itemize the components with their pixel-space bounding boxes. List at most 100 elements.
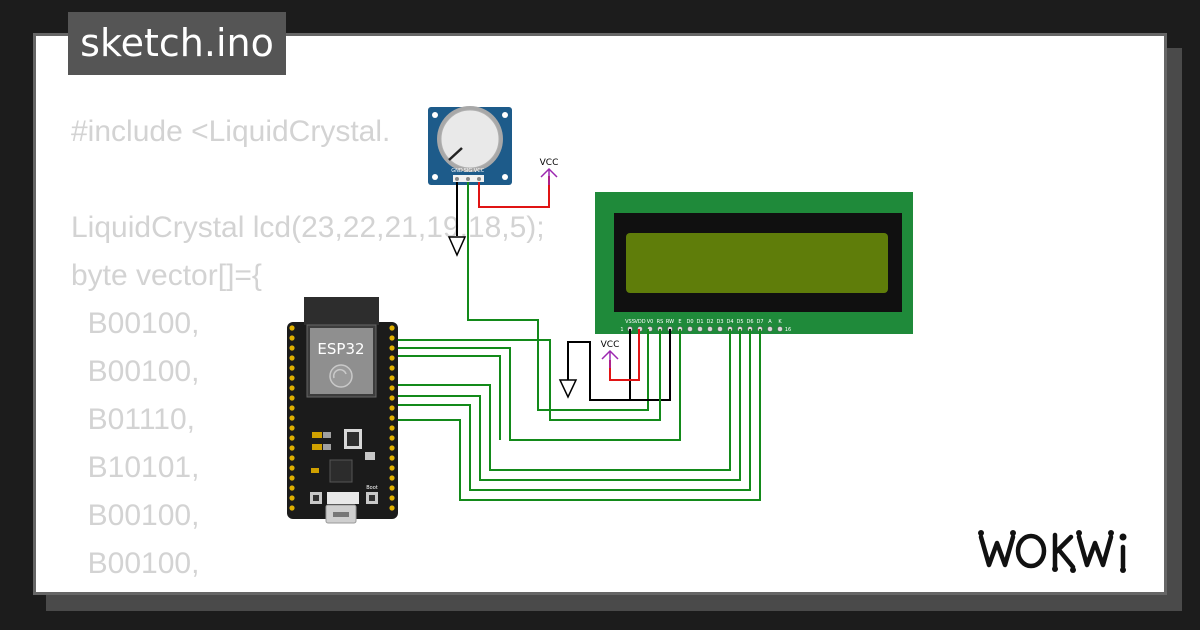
esp32-pin[interactable] [389,375,395,381]
esp32-pin[interactable] [389,365,395,371]
lcd-pin-label-vss: VSS [625,319,635,325]
esp32-pin[interactable] [389,425,395,431]
esp32-pin[interactable] [289,345,295,351]
esp32-label: ESP32 [317,340,364,358]
lcd-pin-a[interactable] [767,326,773,332]
esp32-right-header [389,325,395,511]
lcd-pin-label-d0: D0 [686,319,693,325]
esp32-pin[interactable] [289,395,295,401]
esp32-pin[interactable] [289,375,295,381]
esp32-pin[interactable] [389,385,395,391]
code-line: B01110, [71,403,195,436]
lcd-pin-d0[interactable] [687,326,693,332]
wire-lcd-rw [630,329,671,401]
lcd-pin-label-v0: V0 [647,319,654,325]
esp32-pin[interactable] [389,355,395,361]
esp32-board: ESP32 Boot [287,297,398,524]
esp32-pin[interactable] [389,405,395,411]
wokwi-logo [978,530,1127,573]
pot-pin-sig: SIG [464,168,473,174]
wire-d5 [398,329,741,481]
wires [398,176,761,501]
esp32-pin[interactable] [289,465,295,471]
lcd-pin-label-d5: D5 [736,319,743,325]
lcd-pin-number: 16 [785,327,791,333]
sketch-file-title: sketch.ino [68,12,286,75]
wire-pot-sig-v0 [467,182,649,411]
vcc-label-lcd: VCC [601,340,620,350]
esp32-left-header [289,325,295,511]
lcd-pin-d1[interactable] [697,326,703,332]
esp32-pin[interactable] [389,345,395,351]
pot-pin-gnd: GND [451,168,463,174]
lcd-pin-label-d2: D2 [706,319,713,325]
wire-d4b [398,329,731,471]
lcd-pin-label-a: A [768,319,772,325]
esp32-pin[interactable] [289,325,295,331]
esp32-pin[interactable] [389,465,395,471]
esp32-pin[interactable] [289,435,295,441]
esp32-pin[interactable] [389,485,395,491]
esp32-pin[interactable] [289,335,295,341]
esp32-pin[interactable] [389,395,395,401]
lcd-pin-d3[interactable] [717,326,723,332]
code-line: B10101, [71,451,200,484]
code-line: B00100, [71,307,200,340]
lcd-pin-label-d7: D7 [756,319,763,325]
esp32-pin[interactable] [289,365,295,371]
code-line: B00100, [71,547,200,580]
ground-symbol-lcd [558,379,578,399]
esp32-pin[interactable] [289,475,295,481]
vcc-symbol-pot: VCC [540,158,559,185]
code-line: byte vector[]={ [71,259,262,292]
esp32-pin[interactable] [289,485,295,491]
esp32-pin[interactable] [289,415,295,421]
code-line: LiquidCrystal lcd(23,22,21,19,18,5); [71,211,545,244]
code-line: B00100, [71,355,200,388]
lcd-pin-label-d4: D4 [726,319,733,325]
wire-d6 [398,329,751,491]
esp32-pin[interactable] [389,325,395,331]
lcd-pin-label-e: E [678,319,681,325]
esp32-boot-label: Boot [366,485,378,491]
esp32-pin[interactable] [289,425,295,431]
code-line: B00100, [71,499,200,532]
esp32-pin[interactable] [289,505,295,511]
wire-rs [398,329,661,421]
esp32-pin[interactable] [289,455,295,461]
lcd-pin-k[interactable] [777,326,783,332]
esp32-pin[interactable] [289,445,295,451]
lcd-pin-d2[interactable] [707,326,713,332]
esp32-pin[interactable] [389,435,395,441]
esp32-pin[interactable] [289,355,295,361]
lcd-pin-label-d1: D1 [696,319,703,325]
lcd-pin-number: 1 [620,327,623,333]
wire-e2 [398,355,501,440]
esp32-pin[interactable] [389,475,395,481]
code-preview: #include <LiquidCrystal. LiquidCrystal lc… [71,108,545,592]
wire-lcd-vss [567,329,631,401]
esp32-pin[interactable] [389,505,395,511]
potentiometer[interactable]: GND SIG VCC [428,106,512,185]
ground-symbol-pot [447,236,467,257]
lcd-pin-label-d3: D3 [716,319,723,325]
esp32-pin[interactable] [389,415,395,421]
wire-lcd-vdd [609,329,640,381]
esp32-pin[interactable] [389,455,395,461]
pot-pin-vcc: VCC [474,168,485,174]
wire-pot-vcc [478,176,550,208]
esp32-pin[interactable] [389,495,395,501]
lcd-pin-label-vdd: VDD [634,319,645,325]
esp32-pin[interactable] [389,335,395,341]
vcc-label-pot: VCC [540,158,559,168]
wire-e [398,329,681,441]
esp32-pin[interactable] [289,495,295,501]
code-line: #include <LiquidCrystal. [71,115,391,148]
esp32-pin[interactable] [389,445,395,451]
esp32-pin[interactable] [289,405,295,411]
lcd-pin-label-rw: RW [666,319,674,325]
esp32-pin[interactable] [289,385,295,391]
